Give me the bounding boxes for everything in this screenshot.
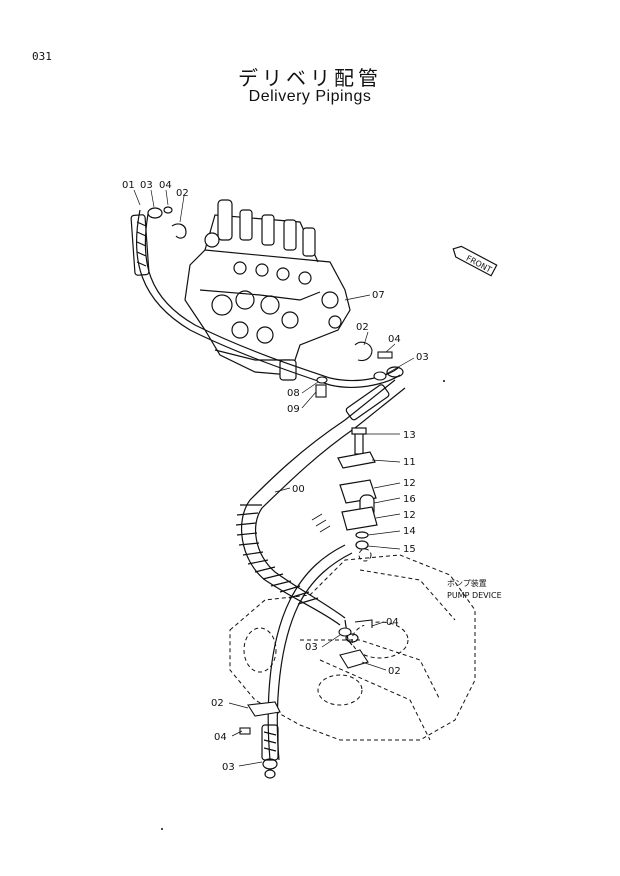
clamp-assembly-drawing	[337, 427, 378, 550]
callout-02-right: 02	[356, 322, 369, 333]
callout-07: 07	[372, 290, 385, 301]
callout-02-middle: 02	[388, 666, 401, 677]
callout-03-bottom: 03	[222, 762, 235, 773]
title-japanese: デリベリ配管	[238, 66, 382, 90]
hose-00-drawing	[235, 379, 406, 646]
pump-label-japanese: ポンプ装置	[447, 578, 487, 588]
callout-09: 09	[287, 404, 300, 415]
control-valve-drawing	[184, 199, 351, 381]
callout-04-top: 04	[159, 180, 172, 191]
callout-12-upper: 12	[403, 478, 416, 489]
stray-marks	[161, 380, 445, 830]
front-arrow-icon: FRONT	[452, 245, 498, 277]
callout-12-lower: 12	[403, 510, 416, 521]
callout-03-top: 03	[140, 180, 153, 191]
fittings-drawing	[239, 341, 393, 735]
pump-device-label: ポンプ装置 PUMP DEVICE	[447, 578, 502, 600]
callout-03-middle: 03	[305, 642, 318, 653]
hose-lower-drawing	[261, 544, 353, 779]
page-number: 031	[32, 50, 52, 63]
callout-15: 15	[403, 544, 416, 555]
callout-labels: 01 03 04 02 07 02 04 03 08 09 13 11 12 1…	[122, 180, 429, 773]
callout-02-bottom: 02	[211, 698, 224, 709]
leader-lines	[133, 189, 415, 767]
callout-03-right: 03	[416, 352, 429, 363]
callout-14: 14	[403, 526, 416, 537]
hose-01-drawing	[130, 206, 404, 388]
callout-02-top: 02	[176, 188, 189, 199]
callout-04-middle: 04	[386, 617, 399, 628]
callout-04-right: 04	[388, 334, 401, 345]
callout-08: 08	[287, 388, 300, 399]
callout-13: 13	[403, 430, 416, 441]
title-english: Delivery Pipings	[248, 88, 372, 105]
callout-01-top: 01	[122, 180, 135, 191]
callout-11: 11	[403, 457, 416, 468]
pump-label-english: PUMP DEVICE	[447, 591, 502, 600]
callout-04-bottom: 04	[214, 732, 227, 743]
callout-00: 00	[292, 484, 305, 495]
callout-16: 16	[403, 494, 416, 505]
